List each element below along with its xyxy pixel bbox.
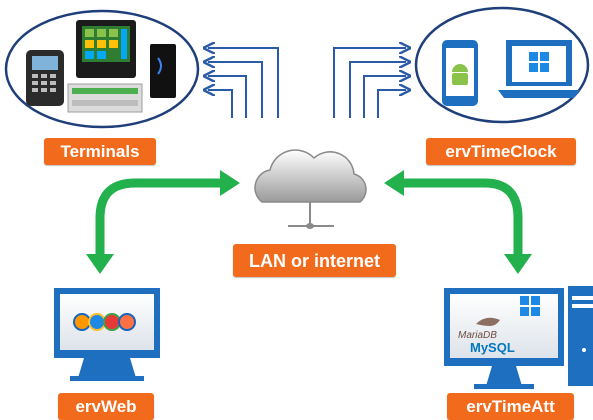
mariadb-seal-icon <box>476 317 500 326</box>
web-monitor-icon <box>54 288 160 381</box>
windows-logo-icon <box>520 296 540 316</box>
card-reader-icon <box>150 44 176 98</box>
timeatt-connection-arrow <box>384 170 532 274</box>
web-label: ervWeb <box>58 393 154 420</box>
timeatt-monitor-icon: MariaDB MySQL <box>444 288 564 389</box>
mariadb-logo-text: MariaDB <box>458 330 497 341</box>
web-connection-arrow <box>86 170 240 274</box>
cloud-icon <box>254 149 367 229</box>
timeclock-group <box>414 6 590 124</box>
windows-laptop-icon <box>498 40 580 98</box>
android-phone-icon <box>442 40 478 106</box>
keypad-terminal-icon <box>26 50 64 106</box>
touchscreen-terminal-icon <box>76 20 136 78</box>
terminals-label: Terminals <box>44 138 156 165</box>
browser-logos-icon <box>73 313 136 331</box>
timeclock-label: ervTimeClock <box>426 138 576 165</box>
network-label: LAN or internet <box>233 244 396 277</box>
terminals-connection-arrows <box>208 48 279 118</box>
server-tower-icon <box>568 286 593 386</box>
timeatt-label: ervTimeAtt <box>447 393 574 420</box>
terminals-group <box>4 9 200 129</box>
mysql-logo-text: MySQL <box>470 340 515 355</box>
controller-board-icon <box>67 83 143 113</box>
timeclock-connection-arrows <box>333 48 406 118</box>
